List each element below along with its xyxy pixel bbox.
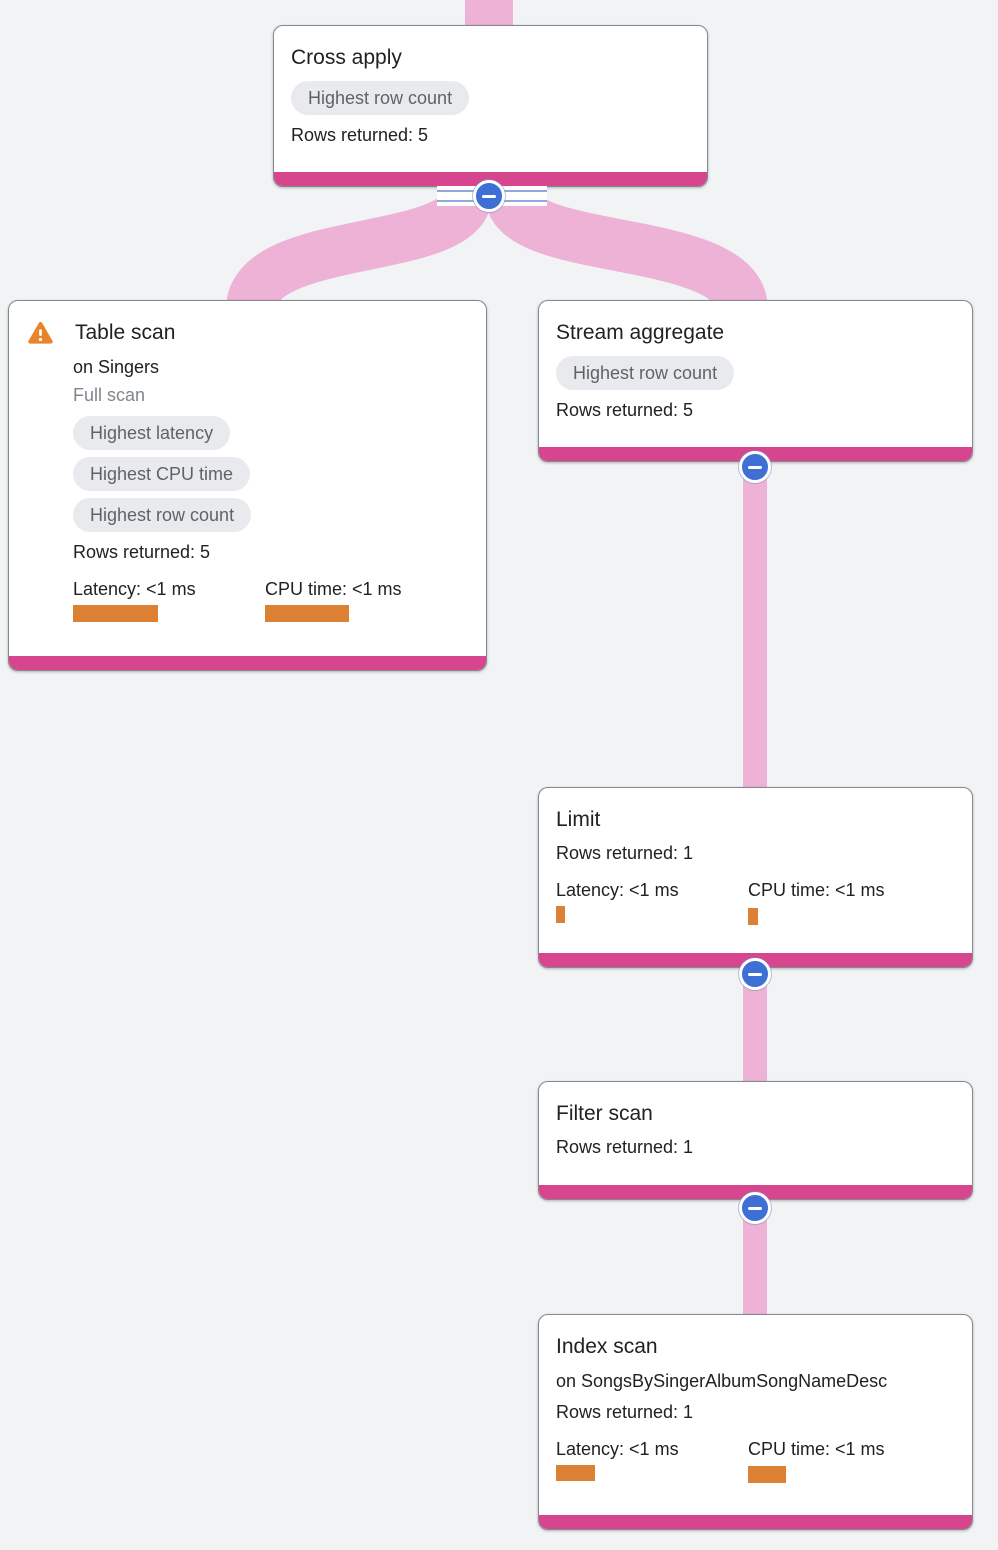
latency-bar (73, 605, 158, 622)
latency-metric: Latency: <1 ms (73, 578, 265, 622)
badge-highest-cpu-time: Highest CPU time (73, 457, 251, 491)
node-table-scan[interactable]: Table scan on Singers Full scan Highest … (8, 300, 487, 671)
collapse-minus-icon (482, 194, 496, 198)
cpu-time-label: CPU time: <1 ms (748, 1439, 885, 1459)
node-title: Limit (556, 808, 601, 831)
node-cross-apply[interactable]: Cross apply Highest row count Rows retur… (273, 25, 708, 187)
cpu-time-bar (265, 605, 349, 622)
node-target: on SongsBySingerAlbumSongNameDesc (556, 1371, 888, 1391)
cpu-time-label: CPU time: <1 ms (748, 880, 885, 900)
node-title: Stream aggregate (556, 321, 725, 344)
node-target: on Singers (73, 357, 160, 377)
rows-returned: Rows returned: 1 (556, 1402, 694, 1422)
rows-returned: Rows returned: 1 (556, 1137, 694, 1157)
badge-highest-latency: Highest latency (73, 416, 231, 450)
latency-metric: Latency: <1 ms (556, 879, 748, 925)
warning-icon (27, 321, 54, 346)
collapse-minus-icon (748, 465, 762, 469)
latency-label: Latency: <1 ms (556, 1439, 679, 1459)
edge-cross-apply-to-table-scan (225, 189, 492, 314)
latency-bar (556, 1465, 595, 1481)
rows-returned: Rows returned: 5 (73, 542, 211, 562)
node-filter-scan[interactable]: Filter scan Rows returned: 1 (538, 1081, 973, 1200)
cpu-metric: CPU time: <1 ms (748, 879, 940, 925)
cpu-time-label: CPU time: <1 ms (265, 579, 402, 599)
node-index-scan[interactable]: Index scan on SongsBySingerAlbumSongName… (538, 1314, 973, 1530)
rows-returned: Rows returned: 5 (556, 400, 694, 420)
badge-highest-row-count: Highest row count (73, 498, 252, 532)
latency-bar (556, 906, 565, 923)
latency-label: Latency: <1 ms (556, 880, 679, 900)
collapse-button-limit[interactable] (739, 958, 771, 990)
collapse-button-stream-aggregate[interactable] (739, 451, 771, 483)
node-stream-aggregate[interactable]: Stream aggregate Highest row count Rows … (538, 300, 973, 462)
node-title: Index scan (556, 1335, 658, 1358)
rows-returned: Rows returned: 5 (291, 125, 429, 145)
node-bottom-bar (539, 1515, 972, 1529)
node-title: Filter scan (556, 1102, 653, 1125)
node-title: Cross apply (291, 46, 402, 69)
cpu-time-bar (748, 1466, 786, 1483)
node-limit[interactable]: Limit Rows returned: 1 Latency: <1 ms CP… (538, 787, 973, 968)
cpu-metric: CPU time: <1 ms (748, 1438, 940, 1483)
latency-label: Latency: <1 ms (73, 579, 196, 599)
node-bottom-bar (9, 656, 486, 670)
collapse-minus-icon (748, 972, 762, 976)
node-bottom-bar (274, 172, 707, 186)
badge-highest-row-count: Highest row count (291, 81, 470, 115)
cpu-time-bar (748, 908, 758, 925)
edge-cross-apply-to-stream-aggregate (485, 189, 768, 314)
badge-highest-row-count: Highest row count (556, 356, 735, 390)
scan-type-label: Full scan (73, 385, 146, 405)
collapse-minus-icon (748, 1206, 762, 1210)
rows-returned: Rows returned: 1 (556, 843, 694, 863)
cpu-metric: CPU time: <1 ms (265, 578, 457, 622)
collapse-button-filter-scan[interactable] (739, 1192, 771, 1224)
collapse-button-cross-apply[interactable] (473, 180, 505, 212)
latency-metric: Latency: <1 ms (556, 1438, 748, 1483)
node-title: Table scan (75, 321, 176, 344)
